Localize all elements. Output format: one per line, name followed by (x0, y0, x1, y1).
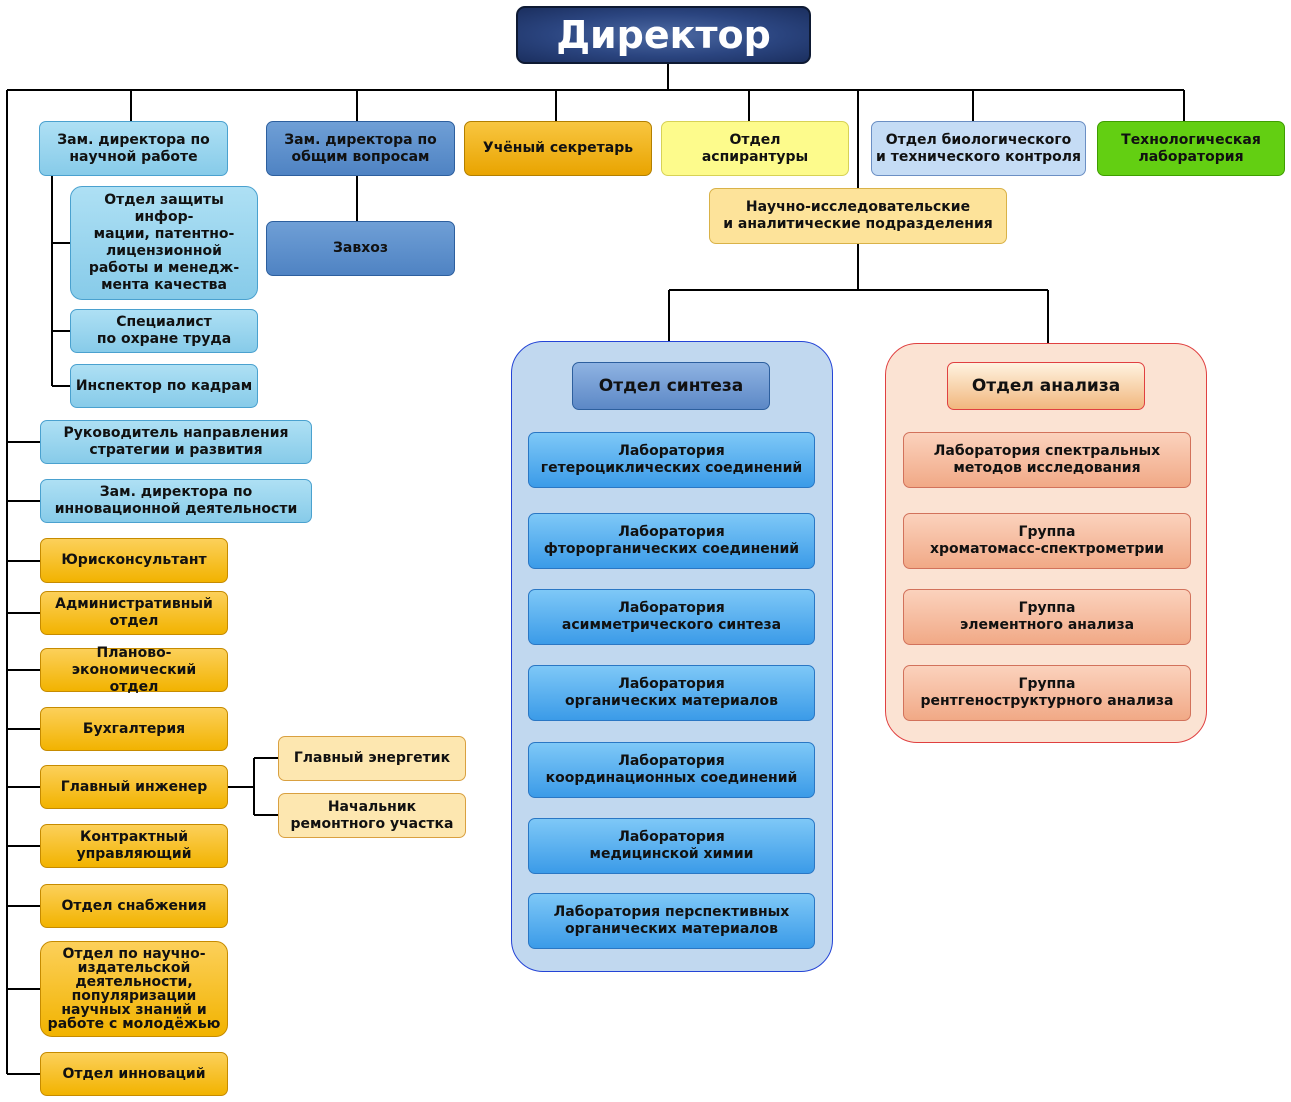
accounting-box: Бухгалтерия (40, 707, 228, 751)
repair-section-head-box: Начальник ремонтного участка (278, 793, 466, 838)
synthesis-lab: Лаборатория гетероциклических соединений (528, 432, 815, 488)
analysis-dept-title: Отдел анализа (947, 362, 1145, 410)
synthesis-lab: Лаборатория асимметрического синтеза (528, 589, 815, 645)
strategy-head-box: Руководитель направления стратегии и раз… (40, 420, 312, 464)
synthesis-lab: Лаборатория координационных соединений (528, 742, 815, 798)
analysis-lab: Группа рентгеноструктурного анализа (903, 665, 1191, 721)
legal-counsel-box: Юрисконсультант (40, 538, 228, 583)
research-units-box: Научно-исследовательские и аналитические… (709, 188, 1007, 244)
procurement-dept-box: Отдел снабжения (40, 884, 228, 928)
scientific-secretary-box: Учёный секретарь (464, 121, 652, 176)
info-protection-dept-box: Отдел защиты инфор- мации, патентно- лиц… (70, 186, 258, 300)
synthesis-lab: Лаборатория медицинской химии (528, 818, 815, 874)
deputy-science-box: Зам. директора по научной работе (39, 121, 228, 176)
supply-manager-box: Завхоз (266, 221, 455, 276)
director-box: Директор (516, 6, 811, 64)
synthesis-lab: Лаборатория органических материалов (528, 665, 815, 721)
innovation-dept-box: Отдел инноваций (40, 1052, 228, 1096)
postgraduate-dept-box: Отдел аспирантуры (661, 121, 849, 176)
tech-lab-box: Технологическая лаборатория (1097, 121, 1285, 176)
analysis-lab: Группа элементного анализа (903, 589, 1191, 645)
analysis-lab: Лаборатория спектральных методов исследо… (903, 432, 1191, 488)
planning-dept-box: Планово- экономический отдел (40, 645, 228, 695)
chief-engineer-box: Главный инженер (40, 765, 228, 809)
synthesis-lab: Лаборатория фторорганических соединений (528, 513, 815, 569)
deputy-innovation-box: Зам. директора по инновационной деятельн… (40, 479, 312, 523)
publishing-dept-box: Отдел по научно- издательской деятельнос… (40, 941, 228, 1037)
chief-power-engineer-box: Главный энергетик (278, 736, 466, 781)
synthesis-dept-title: Отдел синтеза (572, 362, 770, 410)
synthesis-lab: Лаборатория перспективных органических м… (528, 893, 815, 949)
bio-control-dept-box: Отдел биологического и технического конт… (871, 121, 1086, 176)
deputy-general-box: Зам. директора по общим вопросам (266, 121, 455, 176)
hr-inspector-box: Инспектор по кадрам (70, 364, 258, 408)
admin-dept-box: Административный отдел (40, 591, 228, 635)
contract-manager-box: Контрактный управляющий (40, 824, 228, 868)
safety-specialist-box: Специалист по охране труда (70, 309, 258, 353)
analysis-lab: Группа хроматомасс-спектрометрии (903, 513, 1191, 569)
